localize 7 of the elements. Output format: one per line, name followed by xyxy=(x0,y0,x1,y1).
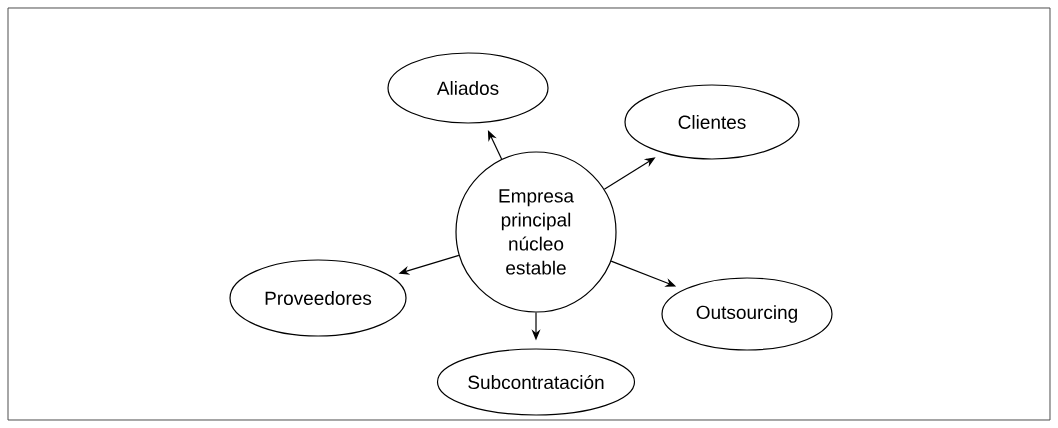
ellipse-node: Proveedores xyxy=(229,259,407,337)
arrow xyxy=(487,130,503,160)
ellipse-node: Subcontratación xyxy=(436,348,636,416)
circle-node: Empresa principal núcleo estable xyxy=(455,151,617,313)
ellipse-node: Outsourcing xyxy=(661,277,833,351)
ellipse-node: Aliados xyxy=(387,52,549,124)
ellipse-node: Clientes xyxy=(624,84,800,160)
